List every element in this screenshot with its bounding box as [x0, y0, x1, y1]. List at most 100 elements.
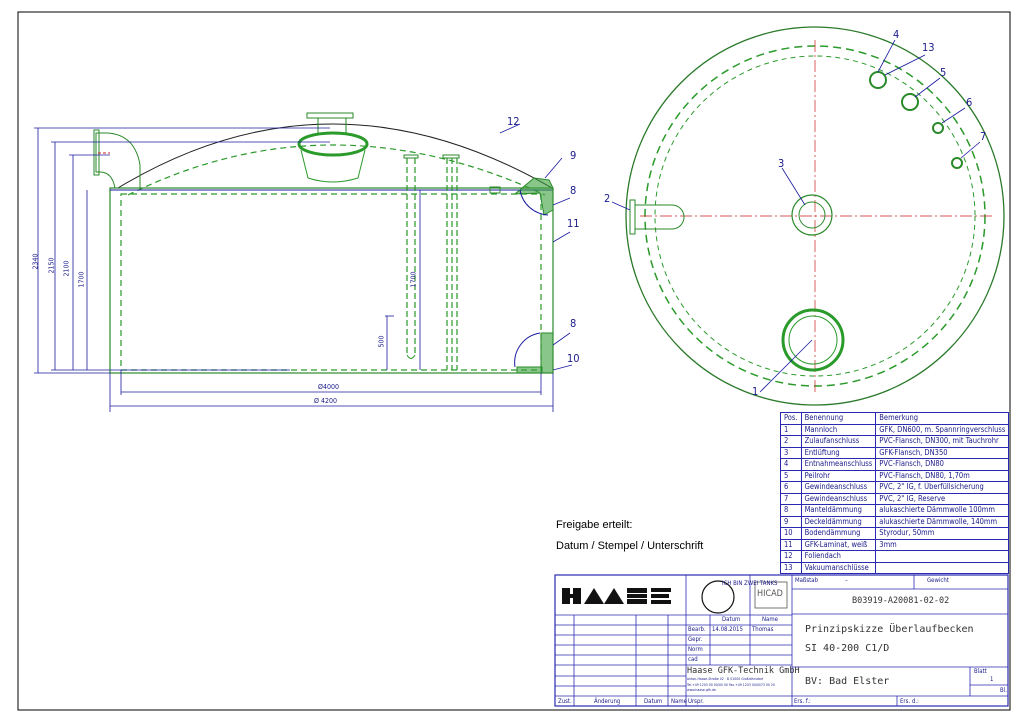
company-address: Anton-Haase-Straße 02 · D 01000 Großröhr…: [687, 677, 764, 681]
cell-name: Mannloch: [800, 423, 877, 436]
row-label-bearb: Bearb.: [688, 626, 706, 633]
header-remark: Bemerkung: [875, 412, 1010, 425]
top-view: [611, 26, 1005, 406]
replaces-label: Ers. f.:: [794, 698, 811, 705]
manhole-flange: [306, 112, 354, 119]
cell-name: Zulaufanschluss: [800, 435, 877, 448]
manhole-top: [781, 308, 845, 372]
cell-name: Deckeldämmung: [800, 515, 877, 528]
drawing-number: B03919-A20081-02-02: [852, 596, 950, 606]
cell-name: GFK-Laminat, weiß: [800, 538, 877, 551]
roof-insulation: [513, 177, 554, 216]
cell-pos: 6: [780, 481, 802, 494]
approval-heading: Freigabe erteilt:: [556, 519, 633, 531]
pos-label-1: 1: [752, 385, 759, 398]
side-view: [34, 112, 573, 412]
wall-insulation: [540, 332, 554, 374]
inlet-flange-top: [629, 199, 636, 235]
bearb-date: 14.08.2015: [712, 626, 743, 633]
sheet-label: Blatt: [974, 668, 987, 675]
company-contact: Tel.+49 1203 00 00/00 00 Fax.+49 1203 00…: [687, 683, 775, 687]
name-header: Name: [762, 616, 778, 623]
dim-2340: 2340: [31, 253, 40, 270]
header-name: Benennung: [800, 412, 877, 425]
cell-remark: PVC-Flansch, DN80: [875, 458, 1010, 471]
dim-2150: 2150: [47, 257, 56, 274]
approval-subtext: Datum / Stempel / Unterschrift: [556, 540, 704, 552]
cell-remark: Styrodur, 50mm: [875, 527, 1010, 540]
pos-label-4: 4: [893, 28, 900, 41]
drawing-title: Prinzipskizze Überlaufbecken: [805, 624, 974, 635]
dimension-lines: [34, 123, 573, 412]
row-label-norm: Norm: [688, 646, 703, 653]
cell-pos: 11: [780, 538, 802, 551]
haase-logo: [562, 588, 671, 604]
rev-header-name: Name: [671, 698, 687, 705]
inlet-pipe: [95, 132, 141, 189]
scale-value: –: [845, 577, 848, 584]
cell-name: Entlüftung: [800, 446, 877, 459]
pos-label-13: 13: [922, 41, 935, 54]
cell-remark: GFK-Flansch, DN350: [875, 446, 1010, 459]
dim-1700: 1700: [77, 271, 86, 288]
cell-pos: 3: [780, 446, 802, 459]
row-label-cad: cad: [688, 656, 698, 663]
pos-label-7: 7: [980, 130, 987, 143]
sheet-value: 1: [990, 676, 994, 683]
cell-remark: [875, 561, 1010, 574]
cell-remark: PVC, 2" IG, Reserve: [875, 492, 1010, 505]
origin-label: Urspr.: [688, 698, 704, 705]
rev-header-date: Datum: [644, 698, 663, 705]
tank-outline: [109, 187, 554, 374]
cell-name: Gewindeanschluss: [800, 492, 877, 505]
vent-flange: [791, 194, 833, 236]
cell-remark: GFK, DN600, m. Spannringverschluss: [875, 423, 1010, 436]
pos-label-10: 10: [567, 352, 580, 365]
company-name: Haase GFK-Technik GmbH: [687, 666, 800, 676]
cell-name: Entnahmeanschluss: [800, 458, 877, 471]
cell-pos: 7: [780, 492, 802, 505]
cell-pos: 5: [780, 469, 802, 482]
date-header: Datum: [722, 616, 741, 623]
cell-pos: 8: [780, 504, 802, 517]
bearb-name: Thomas: [752, 626, 774, 633]
manhole: [297, 131, 369, 157]
dim-d4000: Ø4000: [318, 383, 339, 391]
cell-remark: [875, 550, 1010, 563]
table-header-row: Pos. Benennung Bemerkung: [780, 412, 1010, 425]
rev-header-change: Änderung: [594, 698, 621, 705]
title-block-grid: [554, 574, 1009, 707]
cell-remark: alukaschierte Dämmwolle, 140mm: [875, 515, 1010, 528]
pos-label-8: 8: [570, 184, 577, 197]
cell-remark: 3mm: [875, 538, 1010, 551]
cell-pos: 4: [780, 458, 802, 471]
pos-label-6: 6: [966, 96, 973, 109]
dome-inner: [127, 144, 546, 196]
stamp-logo: [701, 580, 735, 614]
cell-name: Bodendämmung: [800, 527, 877, 540]
drawing-subtitle: SI 40-200 C1/D: [805, 643, 890, 654]
cell-name: Gewindeanschluss: [800, 481, 877, 494]
cell-pos: 12: [780, 550, 802, 563]
hicad-logo-text: HICAD: [757, 589, 783, 599]
project-name: BV: Bad Elster: [805, 676, 890, 687]
pos-label-9: 9: [570, 149, 577, 162]
weight-label: Gewicht: [927, 577, 949, 584]
sheets-label: Bl.: [1000, 687, 1007, 694]
pos-label-2: 2: [604, 192, 611, 205]
pos-label-12: 12: [507, 115, 520, 128]
pos-label-5: 5: [940, 66, 947, 79]
dim-1700-pipe: 1700: [409, 271, 418, 288]
header-pos: Pos.: [780, 412, 802, 425]
rev-header-status: Zust.: [558, 698, 572, 705]
